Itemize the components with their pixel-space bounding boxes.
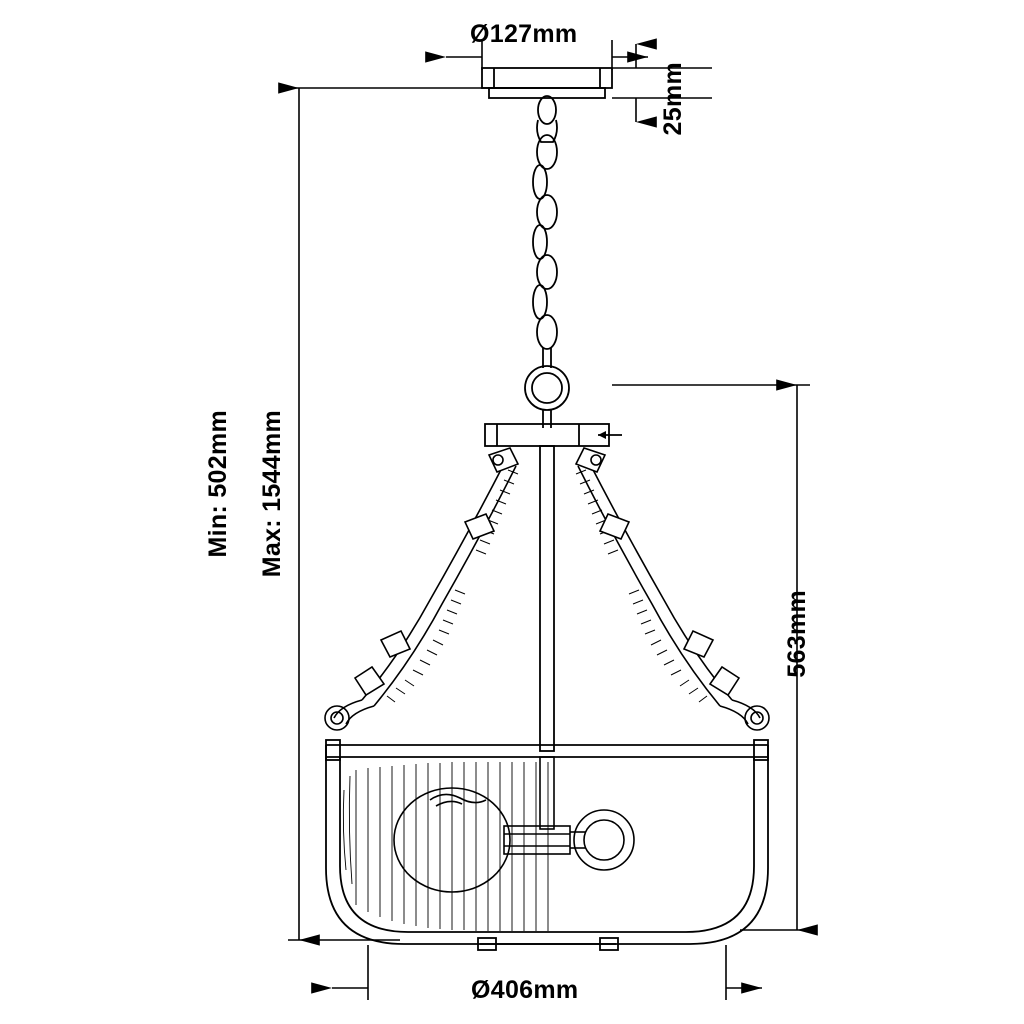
dimension-max-drop: Max: 1544mm [258, 410, 286, 578]
dimension-top-diameter: Ø127mm [470, 20, 578, 48]
dimension-fixture-height: 563mm [783, 590, 811, 678]
dimension-canopy-height: 25mm [659, 62, 687, 136]
chain-assembly [524, 95, 570, 428]
dimension-bottom-diameter: Ø406mm [471, 976, 579, 1004]
left-rope-arm [324, 447, 520, 731]
dimension-min-drop: Min: 502mm [204, 410, 232, 558]
ceiling-canopy [481, 67, 613, 99]
dimension-lines [278, 38, 818, 1000]
shade-bowl [325, 739, 769, 951]
right-rope-arm [574, 447, 770, 731]
lamp-socket-assembly [393, 756, 635, 893]
upper-yoke-bracket [484, 423, 622, 752]
